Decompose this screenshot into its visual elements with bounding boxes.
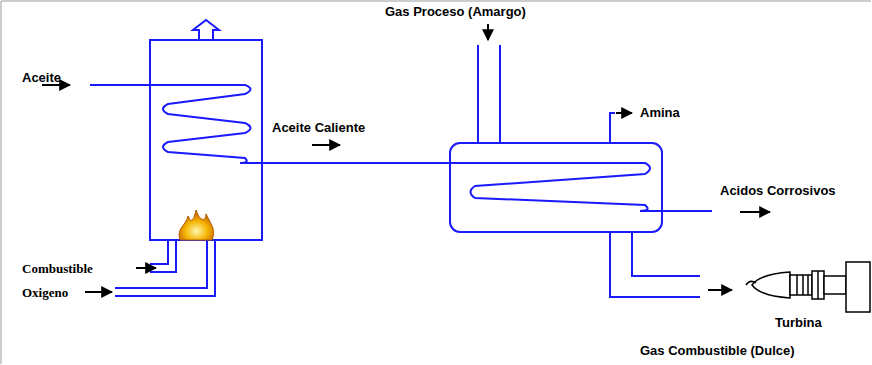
stream-label: Aceite Caliente [272, 120, 365, 135]
stream-label: Gas Combustible (Dulce) [640, 343, 795, 358]
stream-label: Oxigeno [22, 285, 68, 300]
sweet-gas-pipe [610, 232, 700, 297]
contactor-vessel [450, 143, 662, 232]
heater-coil [90, 85, 450, 163]
stream-label: Combustible [22, 261, 93, 276]
burner-flame [179, 210, 214, 240]
amine-outlet [610, 113, 615, 143]
gas-inlet-nozzle [478, 45, 500, 143]
vessel-coil [450, 163, 712, 211]
stream-label: Gas Proceso (Amargo) [385, 4, 526, 19]
stream-label: Aceite [22, 70, 61, 85]
stream-label: Amina [640, 105, 680, 120]
oxygen-pipe [115, 240, 215, 296]
chimney [193, 20, 219, 40]
turbine-symbol [746, 262, 870, 312]
stream-arrows [42, 24, 770, 292]
stream-label: Turbina [775, 315, 822, 330]
heater-shell [150, 40, 262, 240]
stream-label: Acidos Corrosivos [720, 183, 836, 198]
piping [90, 20, 712, 297]
